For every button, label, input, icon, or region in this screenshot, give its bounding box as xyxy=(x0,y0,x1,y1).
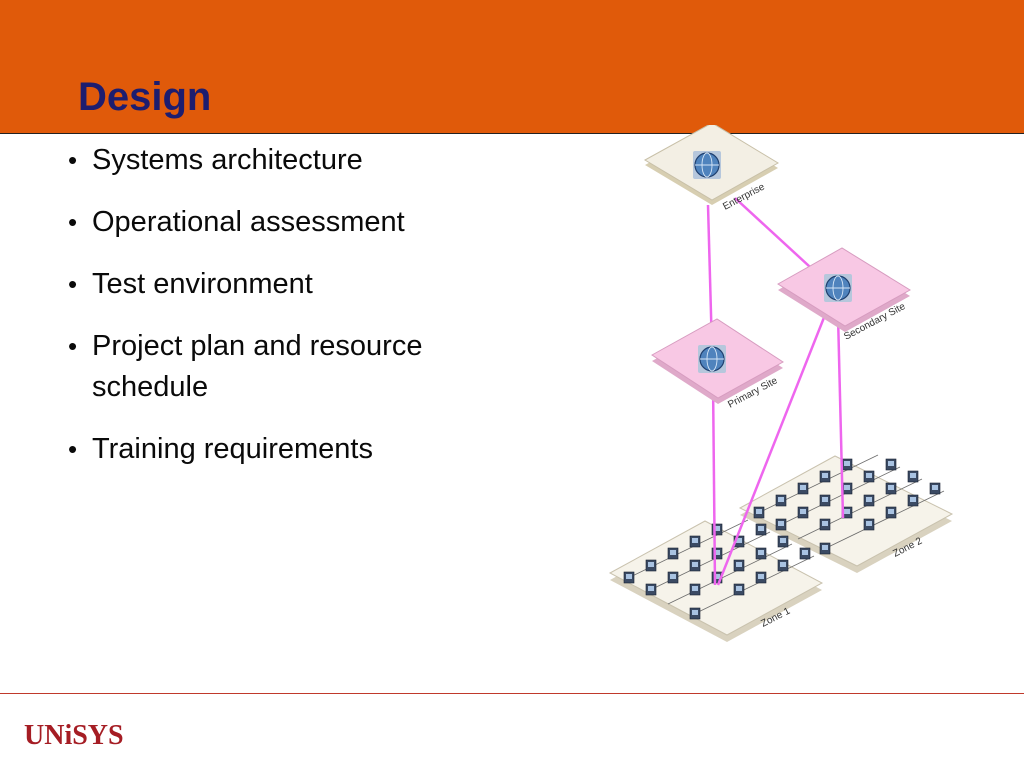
network-cable xyxy=(689,555,815,617)
zone-1-workstations xyxy=(623,519,815,620)
computer-icon xyxy=(819,494,831,507)
enterprise-node: Enterprise xyxy=(643,125,779,213)
network-cable xyxy=(623,519,749,581)
network-cable xyxy=(819,490,945,552)
computer-icon xyxy=(623,571,635,584)
link-primary-zone1 xyxy=(711,379,717,586)
computer-icon xyxy=(863,518,875,531)
network-diagram: Zone 2 Zone 1 Enterprise xyxy=(608,125,954,642)
computer-icon xyxy=(819,518,831,531)
computer-icon xyxy=(755,547,767,560)
computer-icon xyxy=(689,583,701,596)
computer-icon xyxy=(863,470,875,483)
computer-icon xyxy=(755,523,767,536)
bullet-dot: • xyxy=(68,434,78,464)
bullet-item: • Project plan and resource schedule xyxy=(62,326,522,408)
computer-icon xyxy=(645,559,657,572)
computer-icon xyxy=(733,559,745,572)
bullet-text: Training requirements xyxy=(92,433,373,465)
zone-2-platform: Zone 2 xyxy=(738,454,954,573)
computer-icon xyxy=(667,547,679,560)
computer-icon xyxy=(885,458,897,471)
computer-icon xyxy=(777,559,789,572)
bullet-list: • Systems architecture • Operational asses… xyxy=(62,140,522,491)
bullet-item: • Training requirements xyxy=(62,429,522,470)
computer-icon xyxy=(885,482,897,495)
computer-icon xyxy=(907,470,919,483)
computer-icon xyxy=(753,506,765,519)
bullet-item: • Systems architecture xyxy=(62,140,522,181)
zone-2-workstations xyxy=(753,454,945,555)
computer-icon xyxy=(907,494,919,507)
computer-icon xyxy=(819,542,831,555)
network-cable xyxy=(797,478,923,540)
computer-icon xyxy=(755,571,767,584)
bullet-item: • Operational assessment xyxy=(62,202,522,243)
header-bar xyxy=(0,0,1024,134)
globe-icon xyxy=(824,274,852,302)
bullet-text: Operational assessment xyxy=(92,206,405,238)
computer-icon xyxy=(929,482,941,495)
bullet-dot: • xyxy=(68,207,78,237)
globe-icon xyxy=(698,345,726,373)
slide-title: Design xyxy=(78,75,212,119)
bullet-dot: • xyxy=(68,269,78,299)
bullet-item: • Test environment xyxy=(62,264,522,305)
link-enterprise-secondary xyxy=(734,197,823,279)
unisys-logo: UNiSYS xyxy=(24,720,124,751)
computer-icon xyxy=(775,494,787,507)
secondary-site-node: Secondary Site xyxy=(777,247,911,343)
network-cable xyxy=(775,466,901,528)
network-cable xyxy=(667,543,793,605)
computer-icon xyxy=(797,482,809,495)
bullet-text: Project plan and resource schedule xyxy=(92,330,423,403)
link-secondary-zone1 xyxy=(716,314,827,586)
computer-icon xyxy=(689,535,701,548)
computer-icon xyxy=(689,607,701,620)
bullet-dot: • xyxy=(68,145,78,175)
computer-icon xyxy=(667,571,679,584)
computer-icon xyxy=(777,535,789,548)
computer-icon xyxy=(689,559,701,572)
network-cable xyxy=(753,454,879,516)
bullet-dot: • xyxy=(68,331,78,361)
network-cable xyxy=(645,531,771,593)
link-secondary-zone2 xyxy=(836,314,845,519)
bullet-text: Test environment xyxy=(92,268,313,300)
primary-site-node: Primary Site xyxy=(651,318,784,411)
computer-icon xyxy=(645,583,657,596)
footer-rule xyxy=(0,693,1024,694)
computer-icon xyxy=(819,470,831,483)
computer-icon xyxy=(841,458,853,471)
computer-icon xyxy=(797,506,809,519)
computer-icon xyxy=(885,506,897,519)
computer-icon xyxy=(733,583,745,596)
computer-icon xyxy=(711,547,723,560)
bullet-text: Systems architecture xyxy=(92,144,363,176)
globe-icon xyxy=(693,151,721,179)
computer-icon xyxy=(775,518,787,531)
computer-icon xyxy=(711,523,723,536)
computer-icon xyxy=(863,494,875,507)
computer-icon xyxy=(799,547,811,560)
logo-text: UNiSYS xyxy=(24,720,124,751)
